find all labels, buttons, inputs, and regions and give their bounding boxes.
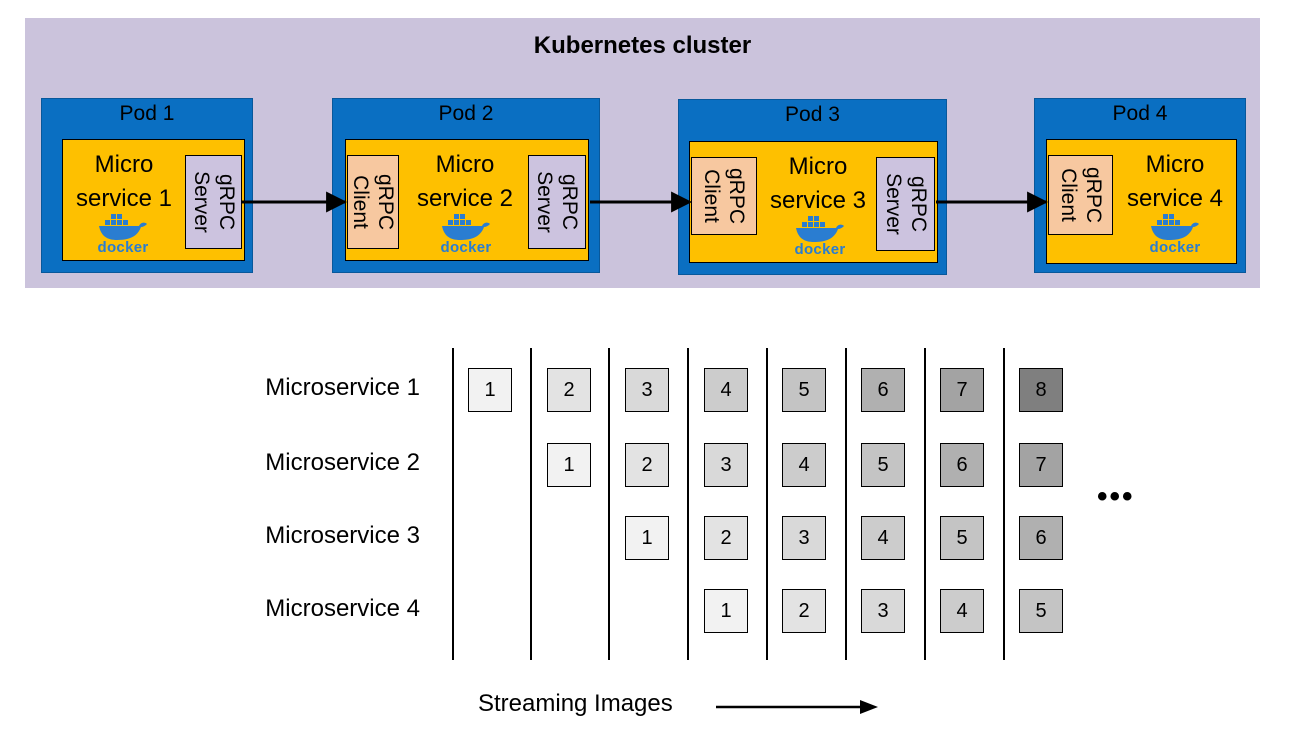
pod-label: Pod 4	[1112, 102, 1168, 125]
docker-wordmark: docker	[97, 239, 149, 256]
image-frame-cell: 3	[861, 589, 905, 633]
image-frame-cell: 6	[861, 368, 905, 412]
microservice-box: Micro service 1 docker gRPC Server	[62, 139, 245, 261]
grpc-client-box: gRPC Client	[1048, 155, 1113, 235]
image-frame-cell: 5	[782, 368, 826, 412]
microservice-name: Micro service 4	[1126, 151, 1224, 212]
image-frame-cell: 1	[547, 443, 591, 487]
pod-label: Pod 1	[119, 102, 175, 125]
docker-whale-icon	[796, 216, 844, 242]
image-frame-cell: 4	[782, 443, 826, 487]
microservice-row-label: Microservice 3	[265, 522, 420, 549]
grpc-client-box: gRPC Client	[347, 155, 399, 249]
image-frame-cell: 3	[782, 516, 826, 560]
timestep-divider	[530, 348, 532, 660]
image-frame-cell: 2	[625, 443, 669, 487]
image-frame-cell: 2	[782, 589, 826, 633]
image-frame-cell: 4	[861, 516, 905, 560]
image-frame-cell: 3	[704, 443, 748, 487]
grpc-server-label: gRPC Server	[533, 171, 581, 233]
docker-wordmark: docker	[794, 241, 846, 258]
pod-1: Pod 1 Micro service 1 docker gRPC Server	[41, 98, 253, 273]
timestep-divider	[766, 348, 768, 660]
image-frame-cell: 5	[940, 516, 984, 560]
image-frame-cell: 3	[625, 368, 669, 412]
microservice-box: gRPC Client Micro service 4 docker	[1046, 139, 1237, 264]
image-frame-cell: 6	[1019, 516, 1063, 560]
grpc-server-box: gRPC Server	[185, 155, 242, 249]
image-frame-cell: 4	[940, 589, 984, 633]
grpc-client-label: gRPC Client	[349, 173, 397, 231]
grpc-server-label: gRPC Server	[189, 171, 238, 233]
microservice-box: gRPC Client Micro service 3 docker gRPC …	[689, 141, 938, 263]
grpc-client-box: gRPC Client	[691, 157, 757, 235]
pod-3: Pod 3 gRPC Client Micro service 3 docker…	[678, 99, 947, 275]
microservice-row-label: Microservice 1	[265, 374, 420, 401]
image-frame-cell: 2	[704, 516, 748, 560]
streaming-images-label: Streaming Images	[478, 690, 673, 717]
image-frame-cell: 1	[625, 516, 669, 560]
pod-2: Pod 2 gRPC Client Micro service 2 docker…	[332, 98, 600, 273]
microservice-name: Micro service 1	[75, 151, 173, 212]
docker-wordmark: docker	[440, 239, 492, 256]
microservice-row-label: Microservice 4	[265, 595, 420, 622]
docker-logo: docker	[434, 212, 498, 256]
cluster-title: Kubernetes cluster	[533, 32, 752, 59]
docker-wordmark: docker	[1149, 239, 1201, 256]
streaming-direction-arrow	[716, 700, 878, 714]
image-frame-cell: 6	[940, 443, 984, 487]
docker-whale-icon	[99, 214, 147, 240]
image-frame-cell: 7	[940, 368, 984, 412]
microservice-row-label: Microservice 2	[265, 449, 420, 476]
image-frame-cell: 8	[1019, 368, 1063, 412]
image-frame-cell: 1	[704, 589, 748, 633]
image-frame-cell: 1	[468, 368, 512, 412]
timestep-divider	[687, 348, 689, 660]
docker-whale-icon	[442, 214, 490, 240]
grpc-client-label: gRPC Client	[1056, 166, 1105, 224]
ellipsis: •••	[1097, 480, 1135, 513]
grpc-client-label: gRPC Client	[700, 167, 748, 225]
timestep-divider	[845, 348, 847, 660]
image-frame-cell: 7	[1019, 443, 1063, 487]
image-frame-cell: 5	[861, 443, 905, 487]
docker-logo: docker	[1143, 212, 1207, 256]
docker-logo: docker	[788, 214, 852, 258]
pod-label: Pod 2	[438, 102, 494, 125]
timestep-divider	[1003, 348, 1005, 660]
timestep-divider	[452, 348, 454, 660]
grpc-server-label: gRPC Server	[881, 173, 930, 235]
image-frame-cell: 2	[547, 368, 591, 412]
grpc-server-box: gRPC Server	[528, 155, 586, 249]
pod-4: Pod 4 gRPC Client Micro service 4 docker	[1034, 98, 1246, 273]
image-frame-cell: 4	[704, 368, 748, 412]
image-frame-cell: 5	[1019, 589, 1063, 633]
timestep-divider	[924, 348, 926, 660]
timestep-divider	[608, 348, 610, 660]
docker-logo: docker	[91, 212, 155, 256]
microservice-name: Micro service 3	[769, 153, 867, 214]
pod-label: Pod 3	[785, 103, 840, 126]
grpc-server-box: gRPC Server	[876, 157, 935, 251]
docker-whale-icon	[1151, 214, 1199, 240]
microservice-box: gRPC Client Micro service 2 docker gRPC …	[345, 139, 589, 261]
microservice-name: Micro service 2	[416, 151, 514, 212]
